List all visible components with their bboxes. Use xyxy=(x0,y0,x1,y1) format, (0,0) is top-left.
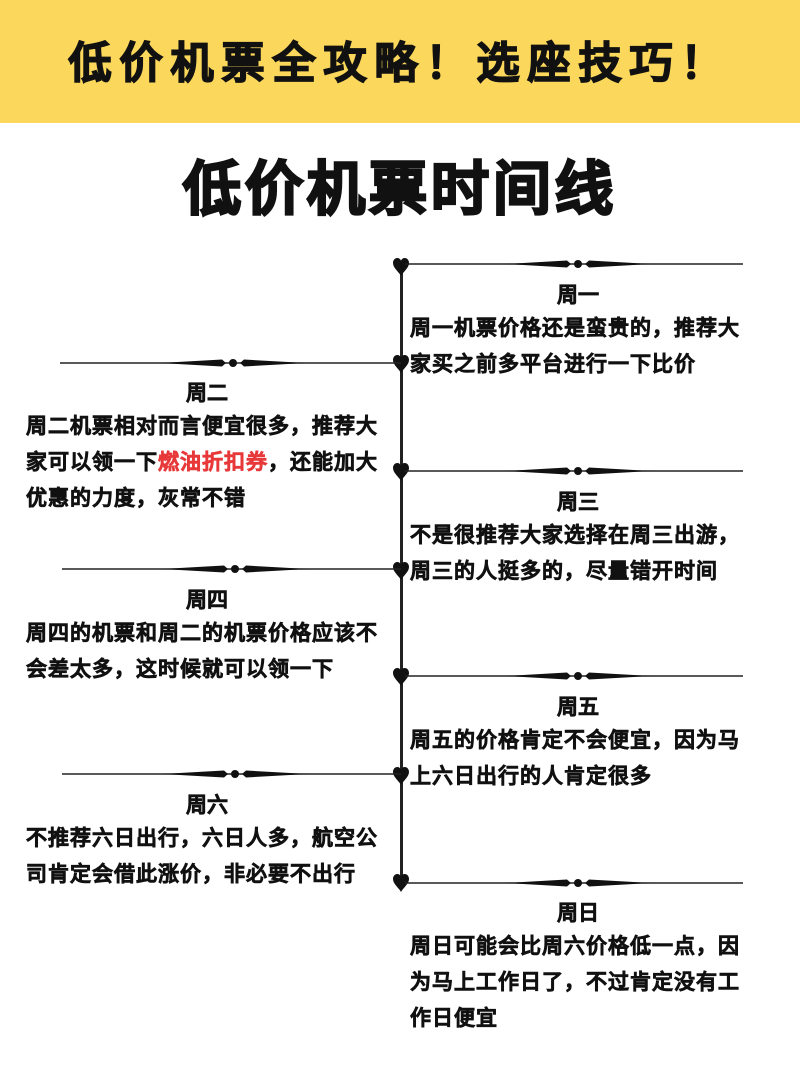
entry-body: 周一机票价格还是蛮贵的，推荐大家买之前多平台进行一下比价 xyxy=(410,316,740,377)
banner-title: 低价机票全攻略！选座技巧！ xyxy=(68,38,732,90)
heart-icon xyxy=(393,767,409,785)
entry-body: 周日可能会比周六价格低一点，因为马上工作日了，不过肯定没有工作日便宜 xyxy=(410,934,740,1031)
ornamental-rule xyxy=(62,562,401,576)
ornamental-rule xyxy=(405,669,743,683)
entry-body: 周二机票相对而言便宜很多，推荐大家可以领一下燃油折扣券，还能加大优惠的力度，灰常… xyxy=(26,408,388,516)
timeline-entry-friday: 周五 周五的价格肯定不会便宜，因为马上六日出行的人肯定很多 xyxy=(410,692,746,794)
entry-body: 不推荐六日出行，六日人多，航空公司肯定会借此涨价，非必要不出行 xyxy=(26,826,378,887)
entry-day-label: 周六 xyxy=(186,793,229,818)
timeline-entry-monday: 周一 周一机票价格还是蛮贵的，推荐大家买之前多平台进行一下比价 xyxy=(410,280,746,382)
entry-body-text: ，还能加大优惠的力度，灰常不错 xyxy=(26,450,378,511)
entry-body: 周四的机票和周二的机票价格应该不会差太多，这时候就可以领一下 xyxy=(26,621,378,682)
entry-day-label: 周三 xyxy=(557,490,600,515)
entry-day-label: 周一 xyxy=(557,283,600,308)
heart-icon xyxy=(393,463,409,481)
timeline-entry-thursday: 周四 周四的机票和周二的机票价格应该不会差太多，这时候就可以领一下 xyxy=(26,585,388,687)
heart-icon xyxy=(393,355,409,373)
ornamental-rule xyxy=(60,356,401,370)
ornamental-rule xyxy=(62,767,401,781)
timeline-entry-saturday: 周六 不推荐六日出行，六日人多，航空公司肯定会借此涨价，非必要不出行 xyxy=(26,790,388,892)
highlight-coupon-text: 燃油折扣券 xyxy=(158,450,268,475)
entry-day-label: 周日 xyxy=(557,901,600,926)
entry-day-label: 周四 xyxy=(186,588,229,613)
timeline-entry-wednesday: 周三 不是很推荐大家选择在周三出游，周三的人挺多的，尽量错开时间 xyxy=(410,487,746,589)
ornamental-rule xyxy=(405,257,743,271)
entry-body: 周五的价格肯定不会便宜，因为马上六日出行的人肯定很多 xyxy=(410,728,740,789)
timeline-entry-tuesday: 周二 周二机票相对而言便宜很多，推荐大家可以领一下燃油折扣券，还能加大优惠的力度… xyxy=(26,378,388,516)
header-banner: 低价机票全攻略！选座技巧！ xyxy=(0,0,800,123)
entry-day-label: 周二 xyxy=(186,381,229,406)
timeline-entry-sunday: 周日 周日可能会比周六价格低一点，因为马上工作日了，不过肯定没有工作日便宜 xyxy=(410,898,746,1036)
entry-day-label: 周五 xyxy=(557,695,600,720)
ornamental-rule xyxy=(405,464,743,478)
ornamental-rule xyxy=(405,876,743,890)
entry-body-text: 周二机票相对而言便宜很多，推荐大家可以领一下 xyxy=(26,414,378,475)
heart-icon xyxy=(393,874,409,892)
heart-icon xyxy=(393,258,409,276)
heart-icon xyxy=(393,562,409,580)
page-title: 低价机票时间线 xyxy=(182,154,617,225)
entry-body: 不是很推荐大家选择在周三出游，周三的人挺多的，尽量错开时间 xyxy=(410,523,740,584)
heart-icon xyxy=(393,668,409,686)
